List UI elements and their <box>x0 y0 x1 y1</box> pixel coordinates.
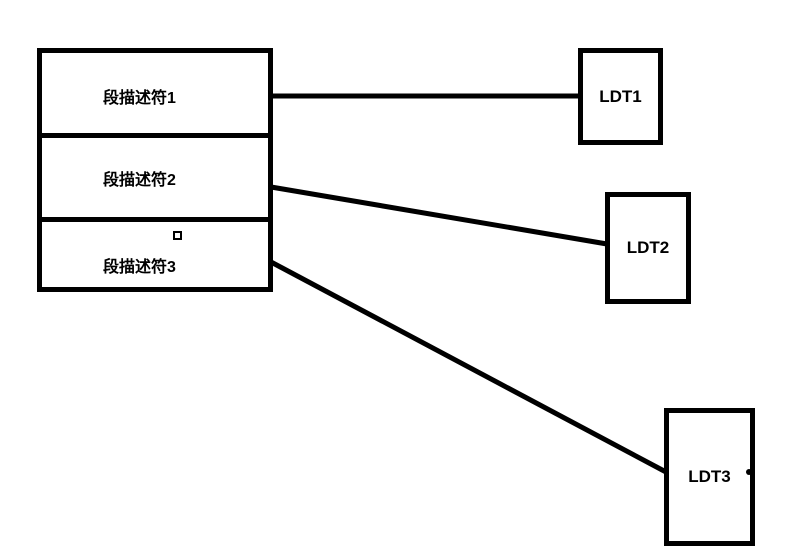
ldt1-label: LDT1 <box>599 86 642 106</box>
descriptor-2-label: 段描述符2 <box>103 172 176 189</box>
descriptor-1-label: 段描述符1 <box>103 90 176 107</box>
ldt1-box: LDT1 <box>578 48 663 145</box>
small-square-marker <box>173 231 182 240</box>
descriptor-row-2: 段描述符2 <box>42 138 268 222</box>
descriptor-3-label: 段描述符3 <box>103 259 176 276</box>
connector-descriptor3-ldt3 <box>269 259 668 475</box>
descriptor-table: 段描述符1 段描述符2 段描述符3 <box>37 48 273 292</box>
ldt2-label: LDT2 <box>626 238 670 257</box>
ldt3-label: LDT3 <box>688 467 731 486</box>
descriptor-row-1: 段描述符1 <box>42 53 268 138</box>
ldt2-box: LDT2 <box>605 192 691 304</box>
small-dot-marker <box>746 469 752 475</box>
descriptor-row-3: 段描述符3 <box>42 222 268 287</box>
connector-descriptor2-ldt2 <box>270 184 608 247</box>
ldt3-box: LDT3 <box>664 408 755 546</box>
